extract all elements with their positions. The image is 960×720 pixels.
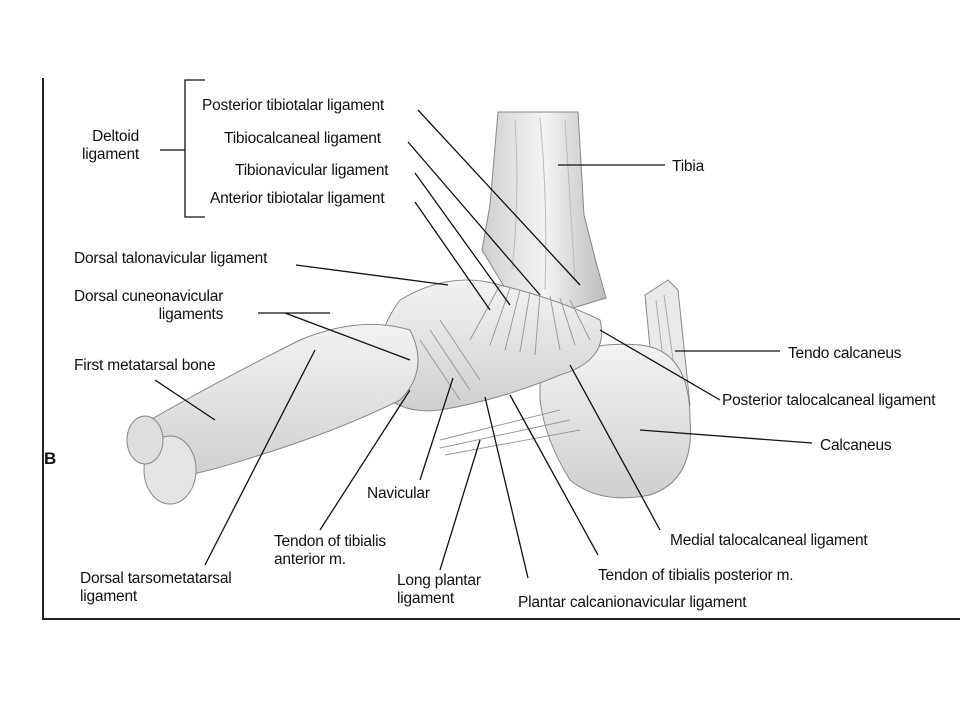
- label-tendon-tibialis-anterior: Tendon of tibialis anterior m.: [274, 533, 386, 568]
- figure-frame: [42, 78, 960, 620]
- label-dorsal-cuneonavicular: Dorsal cuneonavicular ligaments: [74, 288, 224, 323]
- label-calcaneus: Calcaneus: [820, 437, 892, 454]
- label-medial-talocalcaneal: Medial talocalcaneal ligament: [670, 532, 868, 549]
- label-dorsal-talonavicular: Dorsal talonavicular ligament: [74, 250, 268, 267]
- panel-letter: B: [44, 449, 57, 468]
- label-tendon-tibialis-posterior: Tendon of tibialis posterior m.: [598, 567, 794, 584]
- label-deltoid-ligament: Deltoid ligament: [82, 128, 139, 163]
- toe-2: [126, 415, 164, 465]
- label-plantar-calcanionavicular: Plantar calcanionavicular ligament: [518, 594, 747, 611]
- label-posterior-talocalcaneal: Posterior talocalcaneal ligament: [722, 392, 936, 409]
- label-first-metatarsal: First metatarsal bone: [74, 357, 216, 374]
- label-tibiocalcaneal: Tibiocalcaneal ligament: [224, 130, 381, 147]
- label-long-plantar: Long plantar ligament: [397, 572, 481, 607]
- tibia-bone: [481, 111, 607, 313]
- label-dorsal-tarsometatarsal: Dorsal tarsometatarsal ligament: [80, 570, 232, 605]
- label-posterior-tibiotalar: Posterior tibiotalar ligament: [202, 97, 385, 114]
- label-tibia: Tibia: [672, 158, 705, 175]
- label-anterior-tibiotalar: Anterior tibiotalar ligament: [210, 190, 385, 207]
- label-tendo-calcaneus: Tendo calcaneus: [788, 345, 902, 362]
- label-navicular: Navicular: [367, 485, 430, 502]
- label-tibionavicular: Tibionavicular ligament: [235, 162, 389, 179]
